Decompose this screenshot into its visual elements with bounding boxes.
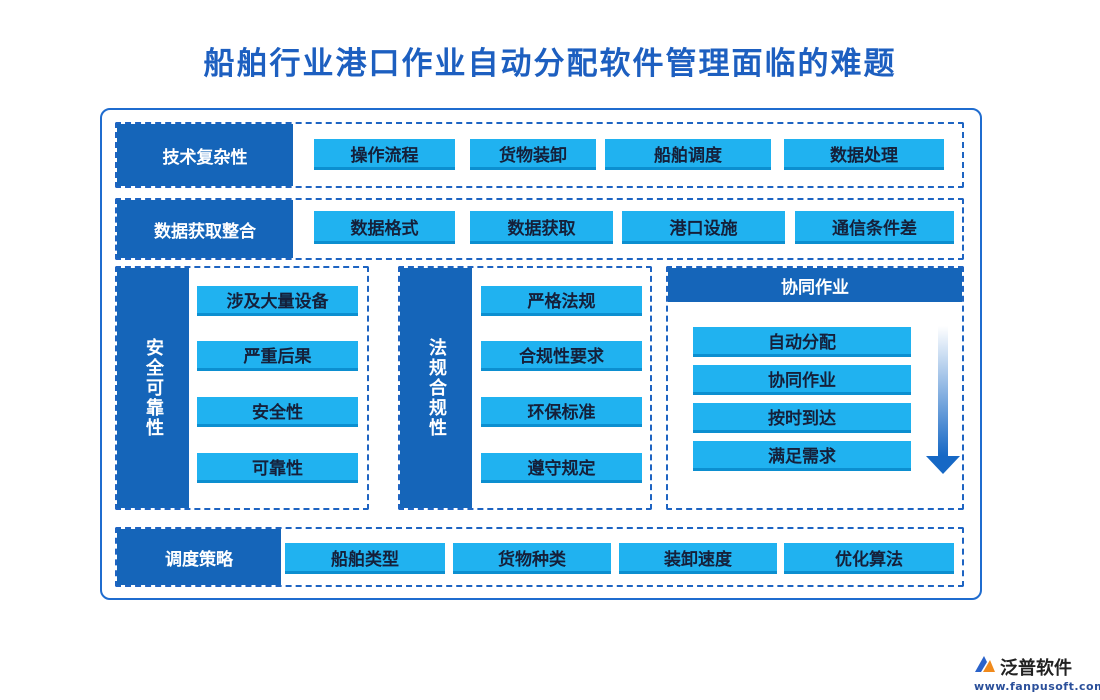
item-safety: 安全性 — [197, 397, 358, 427]
item-data-acquisition: 数据获取 — [470, 211, 613, 244]
item-poor-communication: 通信条件差 — [795, 211, 954, 244]
item-auto-allocation: 自动分配 — [693, 327, 911, 357]
row-technical-complexity: 技术复杂性 — [115, 122, 964, 188]
page-title: 船舶行业港口作业自动分配软件管理面临的难题 — [203, 46, 897, 82]
item-strict-regulations: 严格法规 — [481, 286, 642, 316]
item-data-processing: 数据处理 — [784, 139, 944, 170]
logo-mark-icon — [975, 656, 995, 672]
main-frame — [100, 108, 982, 600]
item-port-facilities: 港口设施 — [622, 211, 785, 244]
item-many-devices: 涉及大量设备 — [197, 286, 358, 316]
item-data-format: 数据格式 — [314, 211, 455, 244]
box-regulatory-compliance: 法规合规性 — [398, 266, 652, 510]
item-comply-rules: 遵守规定 — [481, 453, 642, 483]
item-reliability: 可靠性 — [197, 453, 358, 483]
item-operation-flow: 操作流程 — [314, 139, 455, 170]
item-on-time-arrival: 按时到达 — [693, 403, 911, 433]
arrow-head-icon — [926, 456, 960, 474]
item-ship-type: 船舶类型 — [285, 543, 445, 574]
row-data-integration-label: 数据获取整合 — [117, 200, 293, 258]
item-cooperative-work: 协同作业 — [693, 365, 911, 395]
row-data-integration: 数据获取整合 — [115, 198, 964, 260]
item-meet-demand: 满足需求 — [693, 441, 911, 471]
logo-url: www.fanpusoft.com — [974, 680, 1100, 693]
box-cooperation: 协同作业 — [666, 266, 964, 510]
item-optimization-algorithm: 优化算法 — [784, 543, 954, 574]
logo-name: 泛普软件 — [1000, 658, 1072, 679]
box-safety-reliability-label: 安全可靠性 — [117, 268, 189, 508]
row-scheduling-strategy: 调度策略 — [115, 527, 964, 587]
down-arrow-icon — [938, 326, 948, 456]
row-technical-complexity-label: 技术复杂性 — [117, 124, 293, 186]
item-cargo-type: 货物种类 — [453, 543, 611, 574]
box-regulatory-compliance-label: 法规合规性 — [400, 268, 472, 508]
item-ship-scheduling: 船舶调度 — [605, 139, 771, 170]
brand-logo: 泛普软件 www.fanpusoft.com — [972, 652, 1100, 693]
item-compliance-requirements: 合规性要求 — [481, 341, 642, 371]
row-scheduling-strategy-label: 调度策略 — [117, 529, 281, 585]
item-handling-speed: 装卸速度 — [619, 543, 777, 574]
box-cooperation-label: 协同作业 — [668, 268, 962, 302]
item-environmental-standards: 环保标准 — [481, 397, 642, 427]
item-cargo-handling: 货物装卸 — [470, 139, 596, 170]
box-safety-reliability: 安全可靠性 — [115, 266, 369, 510]
item-serious-consequences: 严重后果 — [197, 341, 358, 371]
